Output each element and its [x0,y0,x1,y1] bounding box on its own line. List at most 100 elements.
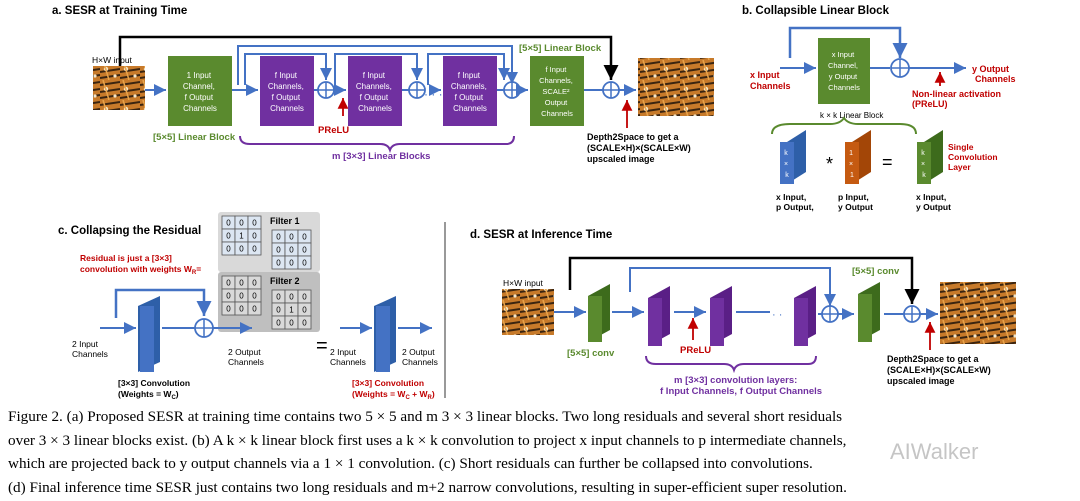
d-input-image [502,289,554,335]
b-x-input-label: x Input Channels [750,70,791,91]
filter-2-label: Filter 2 [270,276,300,286]
add-node-final-plus [603,82,619,98]
watermark: AIWalker [890,439,979,464]
caption-line: Figure 2. (a) Proposed SESR at training … [8,408,843,425]
c-conv1-label: [3×3] Convolution (Weights = WC) [118,378,192,401]
filter-cell-value: 0 [239,219,244,228]
filter-cell-value: 0 [289,233,294,242]
c-residual-label: Residual is just a [3×3] convolution wit… [80,253,201,276]
filter-cell-value: 0 [276,293,281,302]
filter-cell-value: 0 [302,246,307,255]
caption-line: over 3 × 3 linear blocks exist. (b) A k … [8,431,847,449]
d-conv5-left [588,296,602,342]
add-node-2-plus [409,82,425,98]
b-cap1: x Input, p Output, [776,192,814,212]
panel-b-title: b. Collapsible Linear Block [742,5,890,17]
add-node-1-plus [318,82,334,98]
green-block-1-caption: [5×5] Linear Block [153,132,236,143]
d-residual-arrow [629,267,836,306]
filter-cell-value: 0 [252,279,257,288]
filter-cell-value: 0 [276,319,281,328]
filter-cell-value: 0 [289,293,294,302]
filter-cell [247,301,262,316]
c-conv2 [376,306,390,372]
purple-block-3-text: f Input Channels, f Output Channels [451,71,489,113]
d-depth2space-label: Depth2Space to get a (SCALE×H)×(SCALE×W)… [887,354,993,386]
c-out-label: 2 Output Channels [228,347,264,367]
d-ellipsis: · · [772,309,782,321]
d-long-residual-arrow [568,256,920,304]
filter-cell-value: 0 [289,259,294,268]
residual-arrow-2 [334,53,423,85]
filter-cell-value: 0 [302,306,307,315]
filter-cell-value: 0 [276,233,281,242]
filter-cell-value: 0 [252,292,257,301]
filter-cell-value: 0 [226,232,231,241]
d-purple-1 [648,298,662,346]
d-purple-3 [794,298,808,346]
green-block-2-caption: [5×5] Linear Block [519,43,602,54]
filter-cell-value: 0 [239,305,244,314]
caption-line: (d) Final inference time SESR just conta… [8,478,847,496]
caption-line: which are projected back to y output cha… [8,455,813,472]
filter-cell-value: 0 [302,319,307,328]
purple-block-2 [348,56,402,126]
d-brace-label: m [3×3] convolution layers: f Input Chan… [660,375,822,397]
b-kxk-label: k × k Linear Block [820,111,884,120]
b-kxk-letters: k × k [784,150,790,179]
b-linear-block-text: x Input Channel, y Output Channels [828,50,860,92]
d-prelu-label: PReLU [680,345,711,356]
b-single-label: Single Convolution Layer [948,142,1000,172]
residual-arrow-3 [427,53,510,85]
panel-a-title: a. SESR at Training Time [52,5,187,17]
c-residual-arrow [114,288,212,318]
residual-arrow-outer [237,45,518,85]
filter-cell-value: 1 [289,306,294,315]
c2-in-label: 2 Input Channels [330,347,366,367]
b-single-letters: k × k [921,150,927,179]
filter-cell-value: 0 [226,279,231,288]
b-cap3: x Input, y Output [916,192,951,212]
filter-cell-value: 0 [276,259,281,268]
filter-cell-value: 0 [276,246,281,255]
green-block-1 [168,56,232,126]
d-add-node-final-plus [904,306,920,322]
b-1x1-kernel [845,142,859,184]
filter-cell-value: 0 [239,292,244,301]
prelu-label: PReLU [318,125,349,136]
filter-cell-value: 0 [226,305,231,314]
green-block-1-text: 1 Input Channel, f Output Channels [183,71,217,113]
figure-diagram: a. SESR at Training Time H×W input 1 Inp… [52,5,1016,401]
filter-cell-value: 0 [226,219,231,228]
panel-d-input-label: H×W input [503,278,544,288]
filter-cell-value: 0 [226,292,231,301]
purple-block-1-text: f Input Channels, f Output Channels [268,71,306,113]
purple-block-2-text: f Input Channels, f Output Channels [356,71,394,113]
output-image [638,58,714,116]
input-image [93,66,145,110]
b-single-kernel [917,142,931,184]
b-kxk-kernel [780,142,794,184]
c-in-label: 2 Input Channels [72,339,108,359]
b-eq-op: = [882,152,893,172]
d-output-image [940,282,1016,344]
c2-out-label: 2 Output Channels [402,347,438,367]
purple-block-3 [443,56,497,126]
b-cap2: p Input, y Output [838,192,873,212]
long-residual-arrow [118,35,619,80]
c-add-node-plus [195,319,213,337]
panel-c-title: c. Collapsing the Residual [58,225,201,237]
c-equals: = [316,335,328,357]
d-brace [645,355,817,374]
figure-caption: Figure 2. (a) Proposed SESR at training … [8,405,1076,499]
filter-cell-value: 0 [302,259,307,268]
filter-cell-value: 0 [239,245,244,254]
c-conv2-label: [3×3] Convolution (Weights = WC + WR) [352,378,435,401]
green-block-2 [530,56,584,126]
filter-cell-value: 0 [289,319,294,328]
panel-d-title: d. SESR at Inference Time [470,229,612,241]
filter-cell-value: 0 [302,293,307,302]
filter-cell [297,315,312,330]
filter-cell [247,241,262,256]
